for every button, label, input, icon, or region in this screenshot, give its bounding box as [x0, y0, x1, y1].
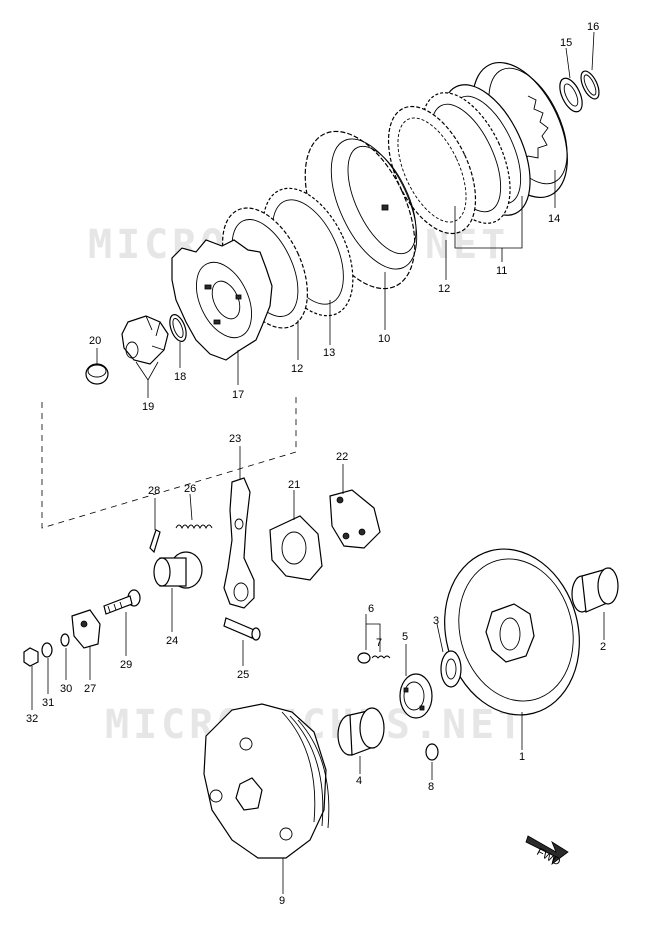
callout-29: 29	[120, 659, 132, 671]
callout-13: 13	[323, 347, 335, 359]
part-4-bushing	[337, 707, 385, 756]
fwd-arrow-icon: FWD	[525, 835, 569, 868]
callout-25: 25	[237, 669, 249, 681]
callout-23: 23	[229, 433, 241, 445]
part-25-pin	[223, 617, 261, 641]
callout-17: 17	[232, 389, 244, 401]
callout-10: 10	[378, 333, 390, 345]
part-20-cap	[85, 363, 109, 385]
part-28-cotter-pin	[149, 529, 161, 554]
part-23-lever	[223, 477, 255, 609]
part-16-circlip	[580, 70, 600, 100]
callout-30: 30	[60, 683, 72, 695]
callout-8: 8	[428, 781, 434, 793]
callout-18: 18	[174, 371, 186, 383]
callout-2: 2	[600, 641, 606, 653]
part-6-roller	[357, 652, 371, 664]
callout-16: 16	[587, 21, 599, 33]
callout-7: 7	[376, 637, 382, 649]
callout-3: 3	[433, 615, 439, 627]
part-19-cam	[121, 315, 169, 365]
part-15-washer	[559, 77, 583, 113]
callout-24: 24	[166, 635, 178, 647]
callout-31: 31	[42, 697, 54, 709]
callout-22: 22	[336, 451, 348, 463]
part-2-bushing	[571, 567, 619, 613]
callout-28: 28	[148, 485, 160, 497]
callout-21: 21	[288, 479, 300, 491]
callout-20: 20	[89, 335, 101, 347]
callout-1: 1	[519, 751, 525, 763]
part-7-spring	[371, 655, 391, 659]
callout-26: 26	[184, 483, 196, 495]
part-18-snap-ring	[169, 314, 187, 342]
callout-labels: 1 2 3 4 5 6 7 8 9 10 11 12 12 13 14 15 1…	[26, 21, 606, 907]
callout-9: 9	[279, 895, 285, 907]
part-17-clutch-hub	[171, 239, 273, 361]
part-24-collar	[153, 551, 203, 589]
part-32-nut	[23, 647, 39, 667]
part-21-actuator	[269, 515, 323, 581]
callout-19: 19	[142, 401, 154, 413]
part-31-washer	[41, 642, 53, 658]
callout-15: 15	[560, 37, 572, 49]
part-27-plate	[71, 609, 101, 649]
part-3-washer	[440, 650, 462, 688]
part-5-one-way-clutch	[399, 673, 433, 719]
callout-11: 11	[496, 265, 507, 277]
part-8-pin	[425, 743, 439, 761]
group-bracket	[41, 394, 297, 529]
part-9-clutch-shoe-assembly	[203, 703, 330, 859]
callout-12-lower: 12	[291, 363, 303, 375]
callout-5: 5	[402, 631, 408, 643]
part-22-plate	[329, 489, 381, 549]
part-1-clutch-drum	[444, 548, 580, 716]
part-30-washer	[60, 633, 70, 647]
part-26-spring	[175, 524, 213, 530]
callout-27: 27	[84, 683, 96, 695]
callout-6: 6	[368, 603, 374, 615]
leader-lines	[31, 31, 605, 894]
part-29-bolt	[103, 589, 141, 615]
callout-4: 4	[356, 775, 362, 787]
callout-14: 14	[548, 213, 560, 225]
callout-32: 32	[26, 713, 38, 725]
callout-12-upper: 12	[438, 283, 450, 295]
